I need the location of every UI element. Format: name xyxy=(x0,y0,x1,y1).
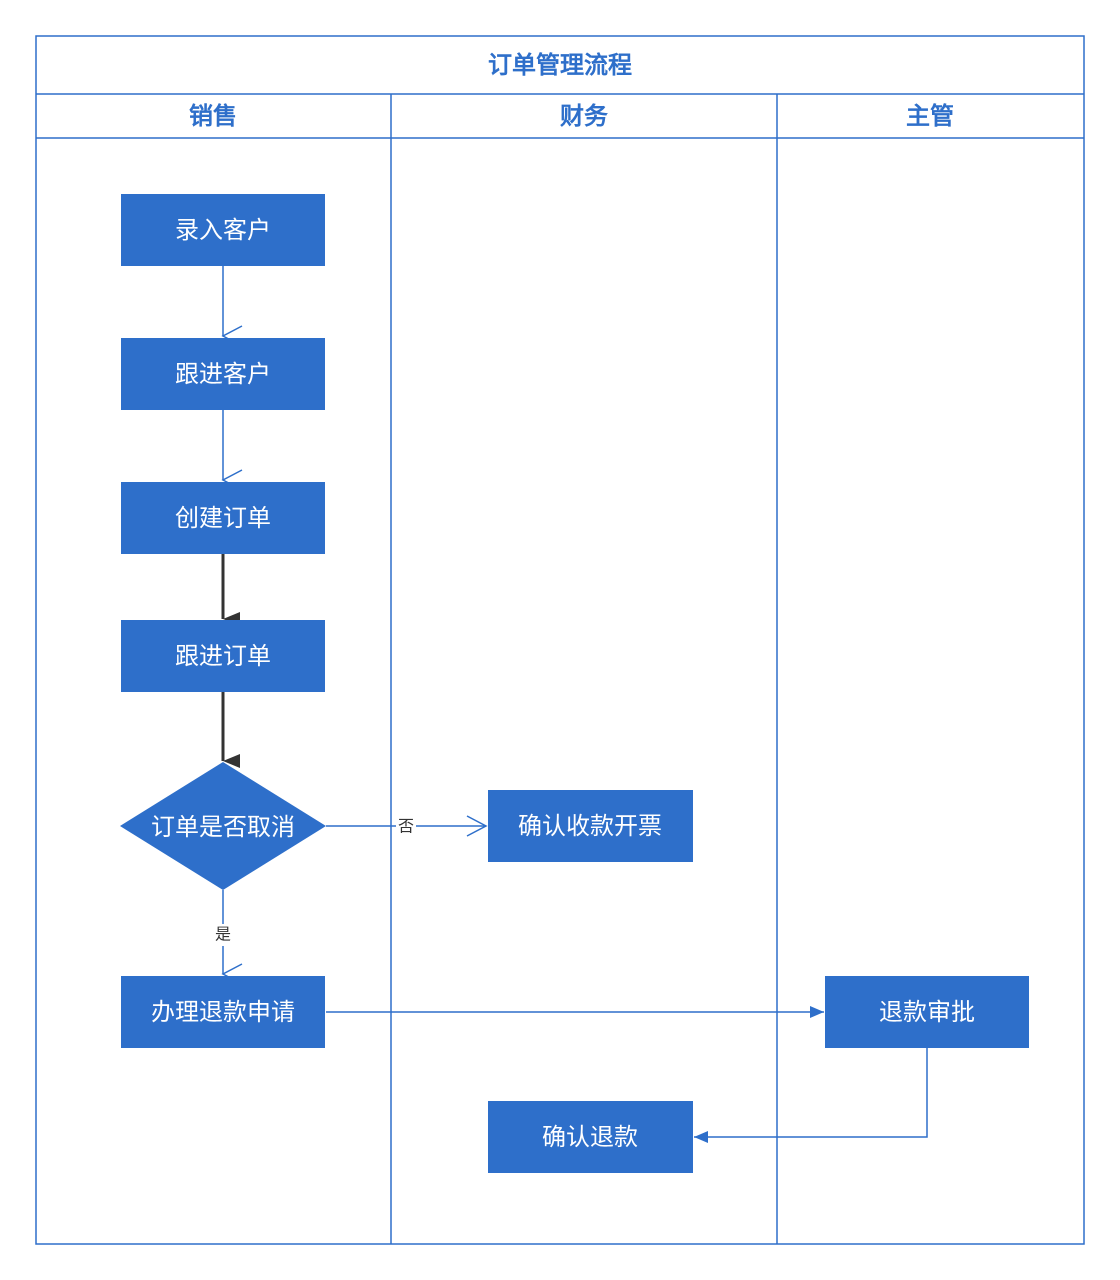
node-label: 确认退款 xyxy=(542,1123,638,1151)
diagram-title: 订单管理流程 xyxy=(488,51,632,79)
node-label: 退款审批 xyxy=(879,998,975,1026)
lane-header-manager: 主管 xyxy=(906,102,954,130)
node-confirm-refund[interactable]: 确认退款 xyxy=(488,1101,693,1173)
node-decision-cancel[interactable]: 订单是否取消 xyxy=(120,762,326,890)
node-label: 录入客户 xyxy=(175,216,271,244)
edge-label-bg xyxy=(213,924,233,946)
lane-header-finance: 财务 xyxy=(560,102,609,130)
node-label: 确认收款开票 xyxy=(518,812,662,840)
node-label: 创建订单 xyxy=(175,504,271,532)
lane-header-sales: 销售 xyxy=(189,102,237,130)
edge-label-bg xyxy=(396,816,416,836)
pool-frame xyxy=(35,35,1085,1245)
node-follow-order[interactable]: 跟进订单 xyxy=(121,620,325,692)
node-enter-customer[interactable]: 录入客户 xyxy=(121,194,325,266)
edge-n8-n9 xyxy=(694,1048,928,1143)
node-refund-approval[interactable]: 退款审批 xyxy=(825,976,1029,1048)
node-follow-customer[interactable]: 跟进客户 xyxy=(121,338,325,410)
node-refund-application[interactable]: 办理退款申请 xyxy=(121,976,325,1048)
edge-label-no: 否 xyxy=(398,817,414,836)
node-create-order[interactable]: 创建订单 xyxy=(121,482,325,554)
node-label: 订单是否取消 xyxy=(151,813,295,841)
edge-label-yes: 是 xyxy=(215,925,231,944)
node-label: 跟进订单 xyxy=(175,642,271,670)
node-label: 跟进客户 xyxy=(175,360,271,388)
node-label: 办理退款申请 xyxy=(151,998,295,1026)
node-confirm-payment-invoice[interactable]: 确认收款开票 xyxy=(488,790,693,862)
edges xyxy=(221,266,928,1143)
